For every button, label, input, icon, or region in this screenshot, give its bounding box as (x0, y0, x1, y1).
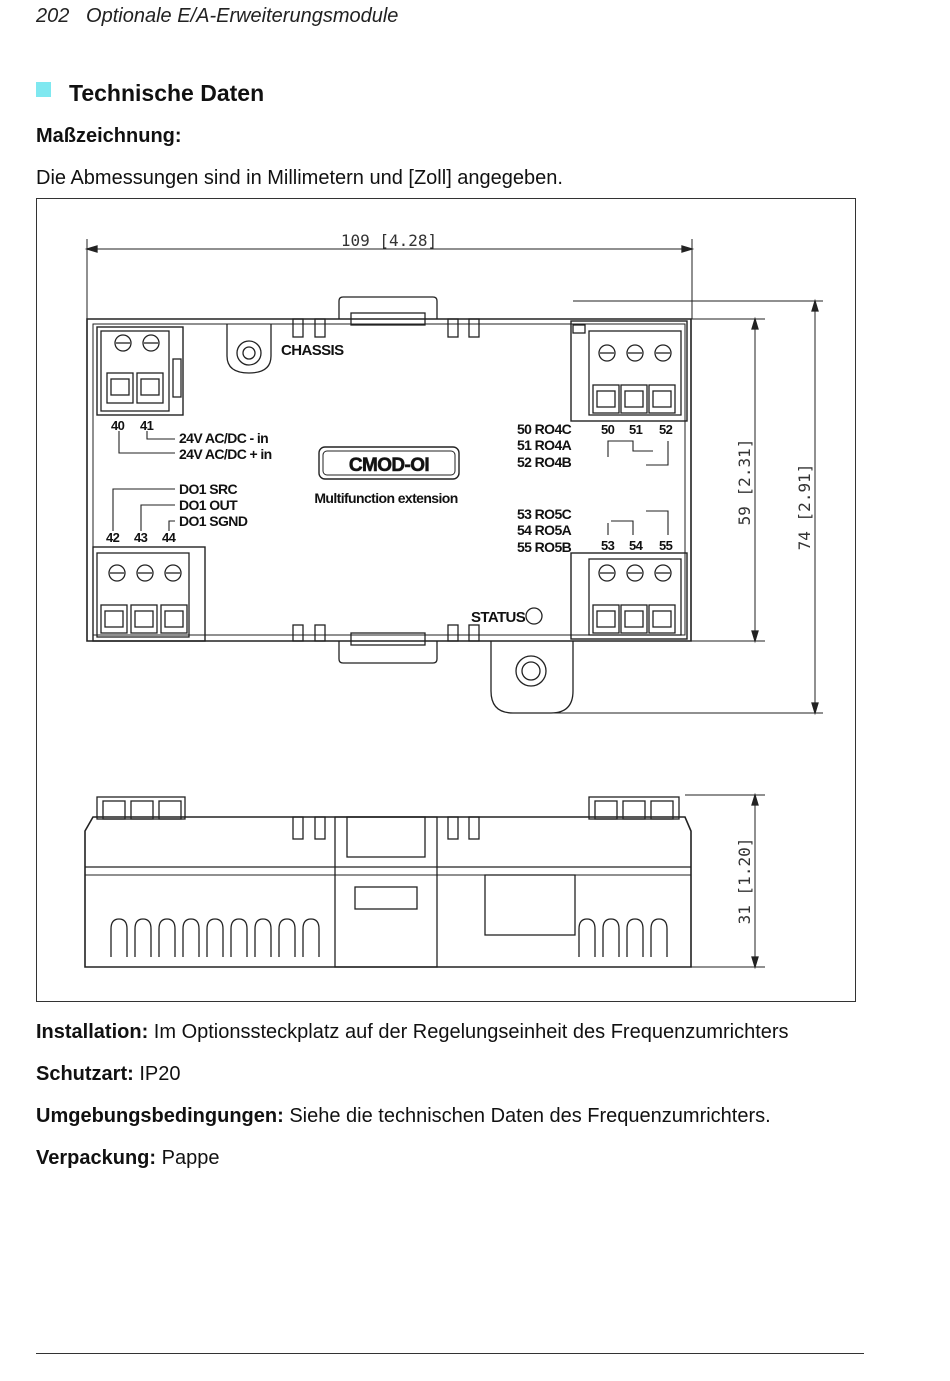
spec-environment-value: Siehe die technischen Daten des Frequenz… (283, 1105, 771, 1127)
ro4c-label: 50 RO4C (517, 421, 572, 437)
section-title: Technische Daten (69, 80, 265, 106)
terminal-55-label: 55 (659, 538, 673, 553)
terminal-52-label: 52 (659, 422, 673, 437)
spec-protection-value: IP20 (133, 1063, 181, 1085)
page-number: 202 (36, 5, 70, 27)
ro5c-label: 53 RO5C (517, 506, 572, 522)
spec-environment: Umgebungsbedingungen: Siehe die technisc… (36, 1105, 771, 1128)
do1-sgnd-label: DO1 SGND (179, 513, 248, 529)
status-led-icon (525, 607, 543, 625)
dim-depth-label: 31 [1.20] (735, 838, 754, 925)
ro5a-label: 54 RO5A (517, 522, 572, 538)
dim-height-outer-label: 74 [2.91] (795, 464, 814, 551)
terminal-43-label: 43 (134, 530, 148, 545)
terminal-41-label: 41 (140, 418, 154, 433)
supply-minus-label: 24V AC/DC - in (179, 430, 268, 446)
section-heading: Technische Daten (36, 80, 264, 107)
terminal-53-label: 53 (601, 538, 615, 553)
spec-installation-value: Im Optionssteckplatz auf der Regelungsei… (148, 1021, 789, 1043)
terminal-50-label: 50 (601, 422, 615, 437)
spec-protection: Schutzart: IP20 (36, 1063, 181, 1086)
terminal-51-label: 51 (629, 422, 643, 437)
supply-plus-label: 24V AC/DC + in (179, 446, 272, 462)
terminal-44-label: 44 (162, 530, 177, 545)
spec-environment-label: Umgebungsbedingungen: (36, 1105, 284, 1127)
footer-divider (36, 1353, 864, 1354)
spec-packaging-label: Verpackung: (36, 1147, 157, 1169)
terminal-54-label: 54 (629, 538, 644, 553)
terminal-40-label: 40 (111, 418, 125, 433)
chassis-label: CHASSIS (281, 342, 344, 359)
drawing-intro: Die Abmessungen sind in Millimetern und … (36, 167, 563, 189)
terminal-42-label: 42 (106, 530, 120, 545)
spec-packaging-value: Pappe (156, 1147, 220, 1169)
page-header: 202 Optionale E/A-Erweiterungsmodule (36, 5, 398, 28)
vent-slots (110, 918, 668, 957)
dimension-drawing-svg: 109 [4.28] CHASSIS (84, 231, 823, 970)
dim-height-inner-label: 59 [2.31] (735, 439, 754, 526)
ro4b-label: 52 RO4B (517, 454, 572, 470)
spec-packaging: Verpackung: Pappe (36, 1147, 219, 1170)
module-description: Multifunction extension (314, 490, 457, 506)
do1-src-label: DO1 SRC (179, 481, 238, 497)
ro5b-label: 55 RO5B (517, 539, 572, 555)
spec-installation: Installation: Im Optionssteckplatz auf d… (36, 1021, 789, 1044)
dim-width-label: 109 [4.28] (341, 231, 437, 250)
drawing-heading: Maßzeichnung: (36, 125, 182, 147)
spec-installation-label: Installation: (36, 1021, 149, 1043)
status-label: STATUS (471, 609, 526, 626)
module-name: CMOD-OI (349, 455, 430, 476)
spec-protection-label: Schutzart: (36, 1063, 134, 1085)
do1-out-label: DO1 OUT (179, 497, 238, 513)
dimension-drawing: 109 [4.28] CHASSIS (36, 198, 856, 1002)
chapter-title: Optionale E/A-Erweiterungsmodule (86, 5, 399, 27)
square-bullet-icon (36, 82, 51, 97)
ro4a-label: 51 RO4A (517, 437, 572, 453)
